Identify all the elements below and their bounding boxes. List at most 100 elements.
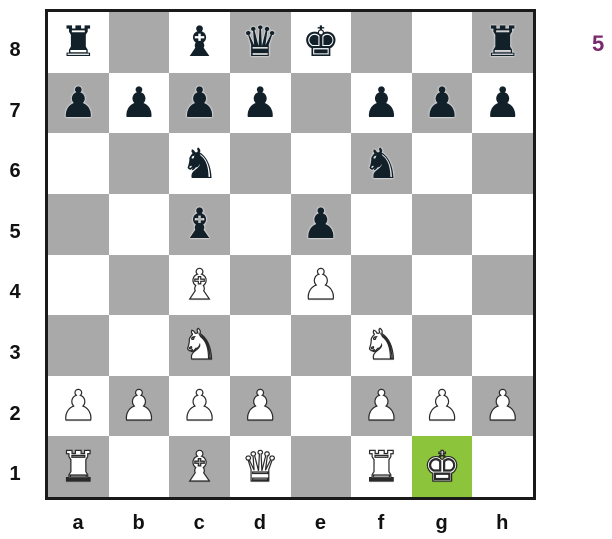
- square-b1[interactable]: [109, 436, 170, 497]
- square-b5[interactable]: [109, 194, 170, 255]
- square-c1[interactable]: ♝: [169, 436, 230, 497]
- square-e3[interactable]: [291, 315, 352, 376]
- white-pawn-icon[interactable]: ♟: [120, 385, 158, 427]
- square-g2[interactable]: ♟: [412, 376, 473, 437]
- black-pawn-icon[interactable]: ♟: [302, 203, 340, 245]
- square-c6[interactable]: ♞: [169, 133, 230, 194]
- black-pawn-icon[interactable]: ♟: [484, 82, 522, 124]
- square-c5[interactable]: ♝: [169, 194, 230, 255]
- square-h6[interactable]: [472, 133, 533, 194]
- square-c4[interactable]: ♝: [169, 255, 230, 316]
- square-f8[interactable]: [351, 12, 412, 73]
- white-pawn-icon[interactable]: ♟: [484, 385, 522, 427]
- white-pawn-icon[interactable]: ♟: [241, 385, 279, 427]
- white-bishop-icon[interactable]: ♝: [181, 446, 219, 488]
- white-pawn-icon[interactable]: ♟: [181, 385, 219, 427]
- square-d3[interactable]: [230, 315, 291, 376]
- square-c2[interactable]: ♟: [169, 376, 230, 437]
- square-d1[interactable]: ♛: [230, 436, 291, 497]
- white-pawn-icon[interactable]: ♟: [302, 264, 340, 306]
- square-e2[interactable]: [291, 376, 352, 437]
- square-a3[interactable]: [48, 315, 109, 376]
- square-h5[interactable]: [472, 194, 533, 255]
- white-rook-icon[interactable]: ♜: [59, 446, 97, 488]
- square-b2[interactable]: ♟: [109, 376, 170, 437]
- black-pawn-icon[interactable]: ♟: [241, 82, 279, 124]
- square-c7[interactable]: ♟: [169, 73, 230, 134]
- black-pawn-icon[interactable]: ♟: [181, 82, 219, 124]
- square-d4[interactable]: [230, 255, 291, 316]
- white-queen-icon[interactable]: ♛: [241, 446, 279, 488]
- square-g3[interactable]: [412, 315, 473, 376]
- black-pawn-icon[interactable]: ♟: [59, 82, 97, 124]
- black-king-icon[interactable]: ♚: [302, 21, 340, 63]
- white-pawn-icon[interactable]: ♟: [423, 385, 461, 427]
- square-d2[interactable]: ♟: [230, 376, 291, 437]
- square-e8[interactable]: ♚: [291, 12, 352, 73]
- square-g5[interactable]: [412, 194, 473, 255]
- square-c8[interactable]: ♝: [169, 12, 230, 73]
- white-rook-icon[interactable]: ♜: [363, 446, 401, 488]
- black-bishop-icon[interactable]: ♝: [181, 21, 219, 63]
- square-a8[interactable]: ♜: [48, 12, 109, 73]
- chess-board: ♜ ♝ ♛ ♚ ♜ ♟ ♟ ♟ ♟ ♟ ♟ ♟ ♞ ♞ ♝ ♟ ♝ ♟ ♞ ♞ ♟ ♟ ♟ ♟ ♟ ♟ ♟ ♜ ♝ ♛ ♜ ♚: [48, 12, 533, 497]
- square-b8[interactable]: [109, 12, 170, 73]
- square-f2[interactable]: ♟: [351, 376, 412, 437]
- white-knight-icon[interactable]: ♞: [363, 324, 401, 366]
- square-e7[interactable]: [291, 73, 352, 134]
- square-a6[interactable]: [48, 133, 109, 194]
- rank-label-3: 3: [0, 342, 30, 365]
- black-queen-icon[interactable]: ♛: [241, 21, 279, 63]
- square-b3[interactable]: [109, 315, 170, 376]
- square-e5[interactable]: ♟: [291, 194, 352, 255]
- black-rook-icon[interactable]: ♜: [484, 21, 522, 63]
- square-h2[interactable]: ♟: [472, 376, 533, 437]
- black-pawn-icon[interactable]: ♟: [120, 82, 158, 124]
- square-b6[interactable]: [109, 133, 170, 194]
- white-king-icon[interactable]: ♚: [423, 446, 461, 488]
- square-g7[interactable]: ♟: [412, 73, 473, 134]
- square-f4[interactable]: [351, 255, 412, 316]
- black-pawn-icon[interactable]: ♟: [363, 82, 401, 124]
- black-knight-icon[interactable]: ♞: [363, 143, 401, 185]
- file-label-g: g: [412, 512, 472, 535]
- square-a2[interactable]: ♟: [48, 376, 109, 437]
- white-pawn-icon[interactable]: ♟: [59, 385, 97, 427]
- square-d6[interactable]: [230, 133, 291, 194]
- square-g1[interactable]: ♚: [412, 436, 473, 497]
- black-knight-icon[interactable]: ♞: [181, 143, 219, 185]
- white-pawn-icon[interactable]: ♟: [363, 385, 401, 427]
- white-bishop-icon[interactable]: ♝: [181, 264, 219, 306]
- file-label-e: e: [290, 512, 350, 535]
- white-knight-icon[interactable]: ♞: [181, 324, 219, 366]
- square-f1[interactable]: ♜: [351, 436, 412, 497]
- square-a7[interactable]: ♟: [48, 73, 109, 134]
- square-c3[interactable]: ♞: [169, 315, 230, 376]
- square-g4[interactable]: [412, 255, 473, 316]
- square-h1[interactable]: [472, 436, 533, 497]
- square-e6[interactable]: [291, 133, 352, 194]
- square-h7[interactable]: ♟: [472, 73, 533, 134]
- square-a4[interactable]: [48, 255, 109, 316]
- square-h4[interactable]: [472, 255, 533, 316]
- square-f6[interactable]: ♞: [351, 133, 412, 194]
- square-a1[interactable]: ♜: [48, 436, 109, 497]
- square-h3[interactable]: [472, 315, 533, 376]
- square-h8[interactable]: ♜: [472, 12, 533, 73]
- square-d5[interactable]: [230, 194, 291, 255]
- square-g6[interactable]: [412, 133, 473, 194]
- square-e1[interactable]: [291, 436, 352, 497]
- black-bishop-icon[interactable]: ♝: [181, 203, 219, 245]
- square-b7[interactable]: ♟: [109, 73, 170, 134]
- square-g8[interactable]: [412, 12, 473, 73]
- black-pawn-icon[interactable]: ♟: [423, 82, 461, 124]
- square-f7[interactable]: ♟: [351, 73, 412, 134]
- square-f5[interactable]: [351, 194, 412, 255]
- black-rook-icon[interactable]: ♜: [59, 21, 97, 63]
- square-a5[interactable]: [48, 194, 109, 255]
- square-e4[interactable]: ♟: [291, 255, 352, 316]
- square-d7[interactable]: ♟: [230, 73, 291, 134]
- square-f3[interactable]: ♞: [351, 315, 412, 376]
- square-d8[interactable]: ♛: [230, 12, 291, 73]
- square-b4[interactable]: [109, 255, 170, 316]
